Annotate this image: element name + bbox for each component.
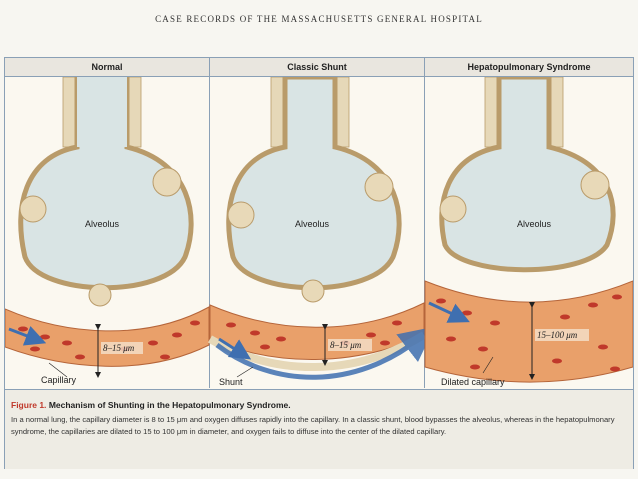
alveolus-label: Alveolus <box>85 219 120 229</box>
blood-flow-arrow <box>8 325 47 346</box>
diameter-label: 15–100 μm <box>537 330 578 340</box>
caption-body: In a normal lung, the capillary diameter… <box>11 415 615 436</box>
epithelial-cell <box>19 195 47 223</box>
dilated-capillary-label: Dilated capillary <box>441 377 505 387</box>
running-head: CASE RECORDS OF THE MASSACHUSETTS GENERA… <box>155 14 483 24</box>
epithelial-cell <box>301 279 325 303</box>
epithelial-cell <box>152 167 182 197</box>
panel-normal: Alveolus 8–15 μm Capillary <box>5 77 210 385</box>
figure: Normal Classic Shunt Hepatopulmonary Syn… <box>4 57 634 469</box>
diameter-label: 8–15 μm <box>330 340 362 350</box>
epithelial-cell <box>227 201 255 229</box>
alveolus-label: Alveolus <box>517 219 552 229</box>
alveolus <box>439 77 616 273</box>
illustration: Alveolus 8–15 μm Capillary Al <box>5 77 633 387</box>
figure-number: Figure 1. <box>11 400 47 410</box>
panel-title-classic-shunt: Classic Shunt <box>210 58 424 77</box>
capillary-vessel <box>5 306 210 367</box>
blood-flow-arrow <box>428 301 470 323</box>
epithelial-cell <box>88 283 112 307</box>
epithelial-cell <box>439 195 467 223</box>
capillary-label: Capillary <box>41 375 77 385</box>
dilated-capillary-vessel <box>424 280 633 383</box>
panel-divider <box>424 58 425 388</box>
panel-hepatopulmonary: Alveolus 15–100 μm Dilated capillary <box>424 77 633 387</box>
blood-flow-arrow <box>218 337 252 360</box>
epithelial-cell <box>580 170 610 200</box>
alveolus-label: Alveolus <box>295 219 330 229</box>
panel-title-normal: Normal <box>5 58 209 77</box>
caption-title: Figure 1. Mechanism of Shunting in the H… <box>11 400 291 410</box>
panel-divider <box>209 58 210 388</box>
panel-classic-shunt: Alveolus 8–15 μm Shunt <box>207 77 435 387</box>
figure-title: Mechanism of Shunting in the Hepatopulmo… <box>48 400 291 410</box>
diameter-label: 8–15 μm <box>103 343 135 353</box>
shunt-label: Shunt <box>219 377 243 387</box>
epithelial-cell <box>364 172 394 202</box>
panel-title-hepatopulmonary: Hepatopulmonary Syndrome <box>425 58 633 77</box>
figure-caption: Figure 1. Mechanism of Shunting in the H… <box>5 389 633 469</box>
